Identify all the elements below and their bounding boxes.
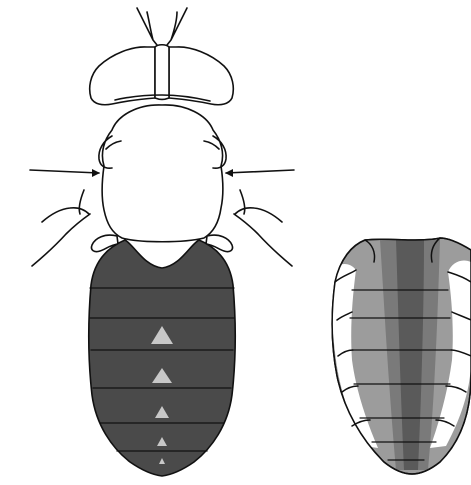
thorax: [102, 105, 223, 242]
rostrum: [155, 45, 169, 100]
